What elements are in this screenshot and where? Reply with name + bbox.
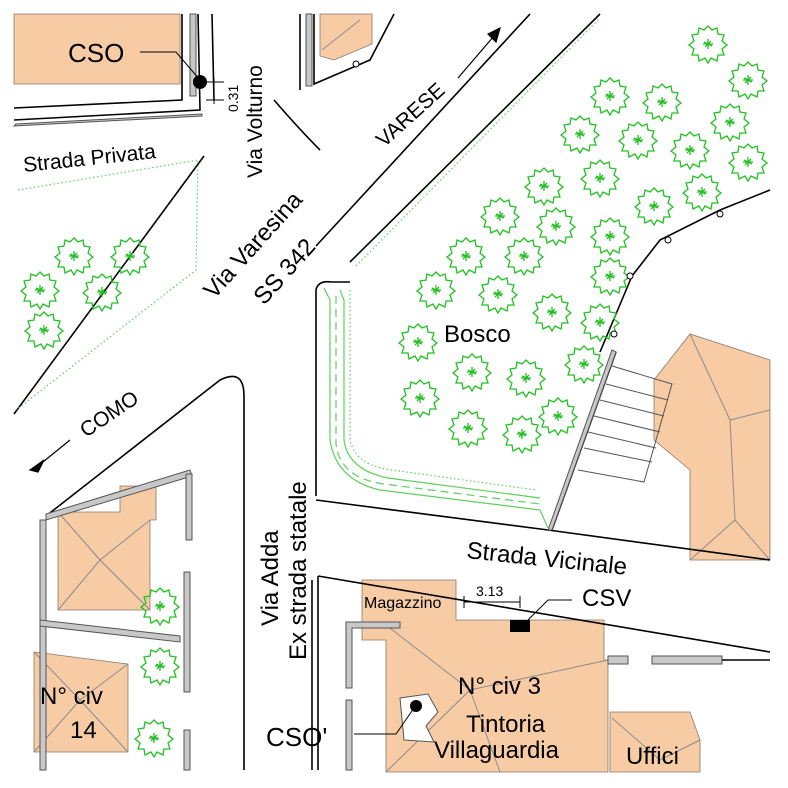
tree-icon [564,345,604,384]
label-como: COMO [76,387,143,443]
tree-icon [590,257,630,296]
label-tintoria: Tintoria [466,711,546,738]
label-dim-313: 3.13 [476,583,503,599]
label-uffici: Uffici [626,743,679,770]
tree-icon [590,217,630,256]
markers [140,51,572,735]
tree-icon [642,83,682,122]
building-left-upper [57,485,157,611]
tree-icon [502,415,542,454]
tree-icon [682,173,722,212]
direction-arrow [486,26,501,44]
tree-icon [580,159,620,198]
tree-icon [710,103,750,142]
building-top-left [13,13,181,85]
manhole-marker-cso-prime [410,700,422,712]
building-uffici [609,711,701,773]
tree-icon [446,237,486,276]
direction-arrow [28,459,45,473]
tree-icon [82,273,122,312]
tree-icon [728,61,768,100]
tree-icon [634,187,674,226]
tree-icon [480,197,520,236]
label-via-volturno: Via Volturno [244,65,267,178]
label-civ-3: N° civ 3 [458,673,541,700]
label-ex-strada-statale: Ex strada statale [285,481,312,660]
buildings [13,13,771,773]
manhole-marker-csv [510,620,530,632]
label-cso: CSO [68,38,124,68]
building-top-middle [319,13,373,61]
label-villaguardia: Villaguardia [434,737,560,764]
label-cso-prime: CSO' [266,722,327,752]
walls [39,13,770,771]
tree-icon [452,353,492,392]
tree-icon [110,237,150,276]
tree-icon [24,311,64,350]
tree-icon [688,25,728,64]
tree-icon [728,143,768,182]
label-civ-14-line1: N° civ [40,683,103,710]
fence-markers [352,60,724,338]
tree-icon [670,131,710,170]
tree-icon [504,237,544,276]
tree-icon [400,379,440,418]
tree-icon [134,719,174,758]
tree-icon [560,115,600,154]
label-bosco: Bosco [444,321,511,348]
tree-icon [538,397,578,436]
tree-icon [618,121,658,160]
label-magazzino: Magazzino [364,595,441,612]
label-csv: CSV [582,585,631,612]
label-civ-14-line2: 14 [70,717,97,744]
tree-icon [590,77,630,116]
tree-icon [478,275,518,314]
tree-icon [416,271,456,310]
tree-icon [506,359,546,398]
tree-icon [54,237,94,276]
building-right [653,333,771,561]
label-dim-031: 0.31 [225,85,241,112]
label-strada-vicinale: Strada Vicinale [465,537,628,581]
label-strada-privata: Strada Privata [22,140,157,177]
tree-icon [536,207,576,246]
tree-icon [140,647,180,686]
tree-icon [524,167,564,206]
hedges [15,17,601,529]
manhole-marker-cso [193,75,207,89]
tree-icon [532,293,572,332]
tree-icon [448,409,488,448]
tree-icon [20,271,60,310]
tree-icon [398,323,438,362]
label-varese: VARESE [372,79,450,152]
label-via-adda: Via Adda [257,530,284,626]
parking-stripes [577,365,673,483]
roads [12,13,771,770]
direction-arrows [28,26,501,473]
